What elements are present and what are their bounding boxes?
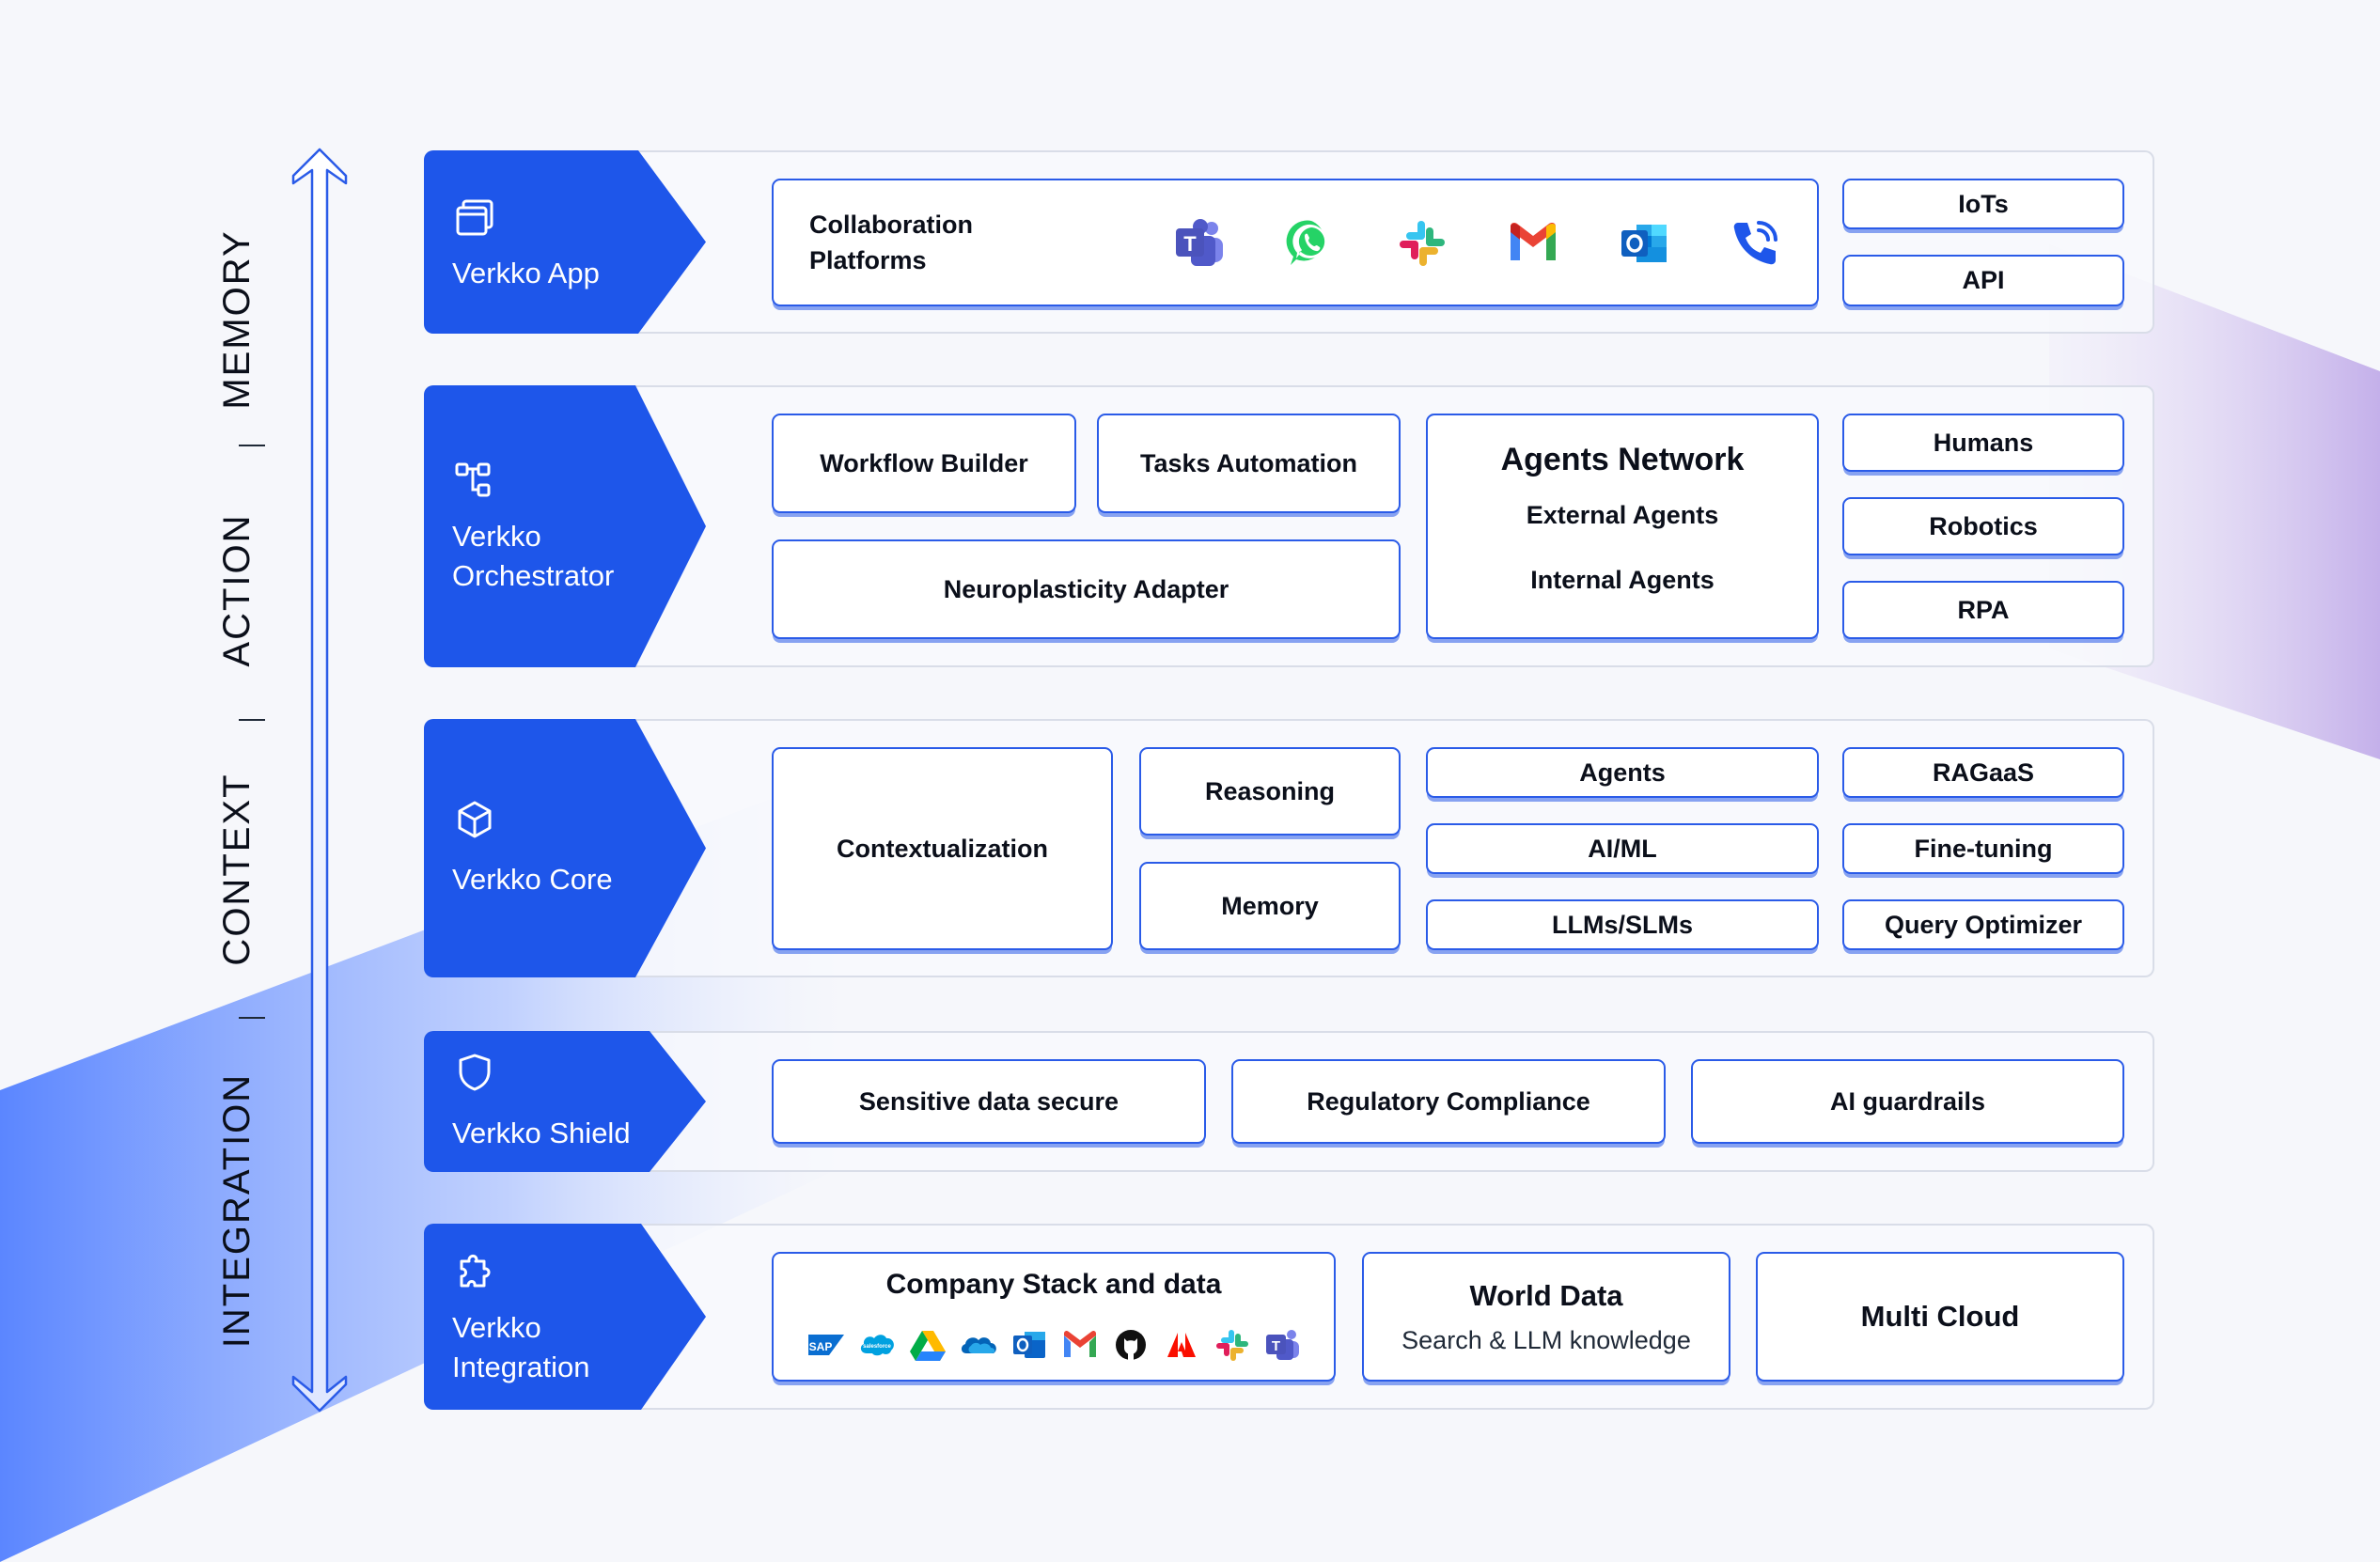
iots-card[interactable]: IoTs	[1842, 179, 2124, 229]
outlook-icon[interactable]	[1616, 215, 1672, 272]
google-drive-logo	[910, 1331, 946, 1361]
shield-icon	[459, 1054, 491, 1091]
axis-label-memory: MEMORY	[216, 229, 258, 410]
adobe-logo	[1167, 1333, 1196, 1357]
layer-integration-title: Verkko Integration	[452, 1311, 590, 1383]
axis-label-context: CONTEXT	[216, 773, 258, 966]
sap-logo: SAP	[808, 1335, 844, 1355]
company-stack-card[interactable]: Company Stack and data SAP salesforce	[772, 1252, 1336, 1382]
external-agents-label: External Agents	[1526, 501, 1719, 529]
agents-network-title: Agents Network	[1500, 442, 1745, 477]
layer-orchestrator-tab: Verkko Orchestrator	[424, 385, 706, 667]
gmail-icon[interactable]	[1505, 215, 1561, 272]
gmail-logo	[1064, 1330, 1096, 1357]
window-icon	[456, 199, 493, 236]
axis-label-action: ACTION	[216, 513, 258, 667]
layer-orchestrator-title: Verkko Orchestrator	[452, 520, 615, 592]
vertical-double-arrow	[291, 148, 348, 1413]
phone-icon[interactable]	[1727, 215, 1783, 272]
salesforce-logo-text: salesforce	[863, 1344, 891, 1350]
sap-logo-text: SAP	[809, 1340, 833, 1353]
axis-separator	[239, 445, 265, 446]
neuroplasticity-adapter-card[interactable]: Neuroplasticity Adapter	[772, 539, 1401, 639]
internal-agents-label: Internal Agents	[1530, 566, 1715, 594]
ragaas-card[interactable]: RAGaaS	[1842, 747, 2124, 798]
svg-text:T: T	[1183, 232, 1197, 256]
layer-core-title: Verkko Core	[452, 863, 613, 896]
company-stack-title: Company Stack and data	[885, 1269, 1222, 1300]
world-data-title: World Data	[1469, 1278, 1623, 1312]
world-data-card[interactable]: World Data Search & LLM knowledge	[1362, 1252, 1730, 1382]
regulatory-compliance-card[interactable]: Regulatory Compliance	[1231, 1059, 1666, 1144]
layer-shield-tab: Verkko Shield	[424, 1031, 706, 1172]
multi-cloud-card[interactable]: Multi Cloud	[1756, 1252, 2124, 1382]
world-data-subtitle: Search & LLM knowledge	[1401, 1325, 1691, 1354]
outlook-logo	[1013, 1332, 1045, 1358]
layer-app-title: Verkko App	[452, 257, 600, 289]
api-card[interactable]: API	[1842, 255, 2124, 306]
rpa-card[interactable]: RPA	[1842, 581, 2124, 639]
axis-separator	[239, 719, 265, 721]
sensitive-data-secure-card[interactable]: Sensitive data secure	[772, 1059, 1206, 1144]
teams-icon[interactable]: T	[1172, 215, 1229, 272]
robotics-card[interactable]: Robotics	[1842, 497, 2124, 555]
reasoning-card[interactable]: Reasoning	[1139, 747, 1401, 836]
tasks-automation-card[interactable]: Tasks Automation	[1097, 414, 1401, 513]
query-optimizer-card[interactable]: Query Optimizer	[1842, 899, 2124, 950]
slack-logo	[1216, 1330, 1248, 1361]
fine-tuning-card[interactable]: Fine-tuning	[1842, 823, 2124, 874]
collaboration-platforms-card[interactable]: Collaboration Platforms T	[772, 179, 1819, 306]
ai-guardrails-card[interactable]: AI guardrails	[1691, 1059, 2124, 1144]
memory-card[interactable]: Memory	[1139, 862, 1401, 950]
salesforce-logo: salesforce	[860, 1335, 894, 1356]
axis-separator	[239, 1017, 265, 1019]
puzzle-icon	[460, 1254, 491, 1288]
slack-icon[interactable]	[1394, 215, 1450, 272]
workflow-builder-card[interactable]: Workflow Builder	[772, 414, 1076, 513]
layer-shield-title: Verkko Shield	[452, 1117, 631, 1149]
axis-label-integration: INTEGRATION	[216, 1072, 258, 1349]
svg-text:T: T	[1272, 1338, 1280, 1354]
onedrive-logo	[961, 1337, 996, 1353]
agents-network-card[interactable]: Agents Network External Agents Internal …	[1426, 414, 1819, 639]
agents-card[interactable]: Agents	[1426, 747, 1819, 798]
humans-card[interactable]: Humans	[1842, 414, 2124, 472]
cube-icon	[458, 801, 492, 838]
contextualization-card[interactable]: Contextualization	[772, 747, 1113, 950]
layer-integration-tab: Verkko Integration	[424, 1224, 706, 1410]
workflow-icon	[455, 462, 491, 497]
github-logo	[1116, 1330, 1146, 1360]
teams-logo: T	[1266, 1330, 1299, 1360]
layer-app-tab: Verkko App	[424, 150, 706, 334]
collaboration-platforms-label: Collaboration Platforms	[809, 211, 973, 274]
ai-ml-card[interactable]: AI/ML	[1426, 823, 1819, 874]
llms-slms-card[interactable]: LLMs/SLMs	[1426, 899, 1819, 950]
whatsapp-icon[interactable]	[1283, 215, 1339, 272]
